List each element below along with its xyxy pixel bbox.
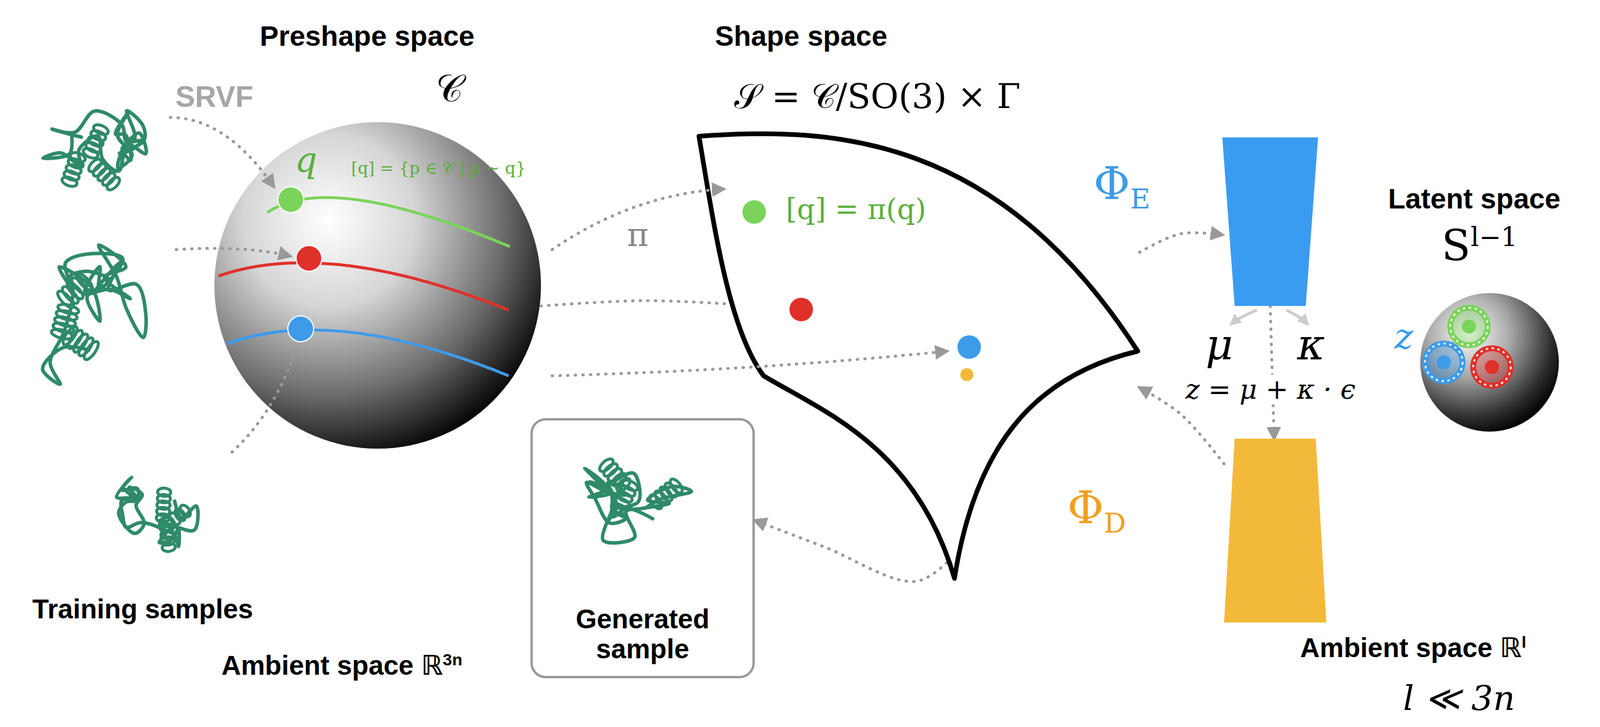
ambient-label: Ambient space ℝ3n: [221, 650, 463, 681]
dotted-connector: [1270, 306, 1275, 439]
concentration-symbol: κ: [1296, 321, 1325, 369]
quotient-formula: 𝒮 = 𝒞/SO(3) × Γ: [734, 78, 1021, 116]
latent-symbol: z: [1394, 317, 1414, 356]
fiber-curves: [218, 197, 510, 376]
decoder-label: ΦD: [1067, 483, 1126, 539]
blue-fiber: [219, 330, 509, 376]
red-fiber: [218, 263, 509, 311]
method-label: SRVF: [175, 81, 254, 114]
protein-ribbon: [116, 477, 198, 553]
decoder-block: ΦD: [1224, 438, 1327, 623]
decoder-block-outline: [1224, 438, 1327, 623]
ambient-label: Ambient space ℝl: [1300, 633, 1527, 664]
dotted-connector: [540, 300, 758, 307]
space-title: Preshape space: [259, 21, 475, 53]
latent-sphere-outline: [1420, 293, 1559, 432]
space-title: Shape space: [714, 21, 887, 53]
projection-arrow: [552, 351, 947, 376]
encoder-block-outline: [1222, 137, 1319, 307]
dotted-maps: [170, 117, 947, 453]
dotted-connector: [1139, 232, 1223, 252]
protein-ribbon: [42, 110, 147, 193]
sphere-symbol: Sl−1: [1441, 223, 1518, 270]
mu-arrow: [1231, 310, 1257, 325]
dimension-note: l ≪ 3n: [1403, 680, 1516, 718]
protein-ribbon: [42, 244, 146, 385]
edge-label: π: [622, 216, 654, 254]
encoder-block: ΦE: [1222, 137, 1319, 307]
space-title: Latent space: [1387, 183, 1561, 215]
projection-formula: [q] = π(q): [785, 193, 927, 225]
encoder-label: ΦE: [1093, 159, 1151, 215]
caption-label: Training samples: [32, 594, 254, 625]
space-symbol: 𝒞: [435, 67, 464, 109]
mean-symbol: μ: [1205, 321, 1234, 369]
blue-point: [287, 316, 314, 342]
generated-box: Generated sample: [530, 418, 755, 679]
protein-ribbon: [585, 456, 692, 544]
box-label: Generated sample: [545, 604, 740, 664]
latent-sphere: Latent spaceSl−1: [1420, 293, 1559, 432]
dotted-connector: [754, 520, 958, 582]
protein-structures: [42, 110, 692, 553]
green-shape: [742, 200, 766, 224]
latent-codes: [1424, 307, 1511, 386]
red-shape: [789, 297, 813, 322]
green-fiber: [267, 197, 510, 247]
sampling-formula: z = μ + κ · ϵ: [1180, 374, 1361, 405]
srvf-arrow: [170, 117, 274, 187]
decoded-shape: [960, 368, 974, 382]
blue-shape: [957, 335, 981, 359]
srvf-line: [232, 346, 297, 453]
point-label: q: [294, 140, 318, 180]
srvf-arrow: [176, 248, 291, 257]
red-point: [296, 245, 322, 272]
orbit-formula: [q] = {p ∈ 𝒞 | p ~ q}: [351, 159, 526, 178]
green-point: [277, 186, 304, 213]
